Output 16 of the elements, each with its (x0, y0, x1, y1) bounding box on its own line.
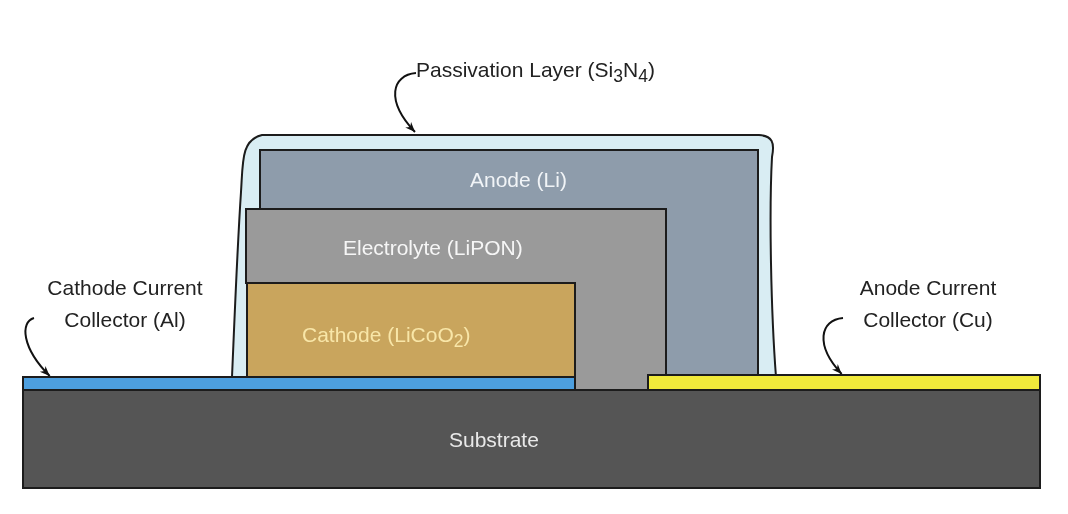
callout-label: Passivation Layer (Si$_{3}$N$_{4}$) (416, 54, 655, 93)
electrolyte-layer (245, 208, 667, 391)
layer-label: Cathode (LiCoO$_{2}$) (302, 322, 471, 354)
substrate-layer (22, 389, 1041, 489)
anode-layer (259, 149, 759, 377)
leader-line (394, 72, 417, 133)
layer-label: Anode (Li) (470, 167, 567, 193)
current-collector-strip (647, 374, 1041, 391)
callout-label: Cathode Current Collector (Al) (34, 272, 216, 336)
cathode-layer (246, 282, 576, 378)
callout-label: Anode Current Collector (Cu) (843, 272, 1013, 336)
layer-label: Electrolyte (LiPON) (343, 235, 523, 261)
current-collector-strip (22, 376, 576, 391)
leader-line (822, 317, 844, 375)
layer-label: Substrate (449, 427, 539, 453)
leader-line (24, 317, 51, 377)
